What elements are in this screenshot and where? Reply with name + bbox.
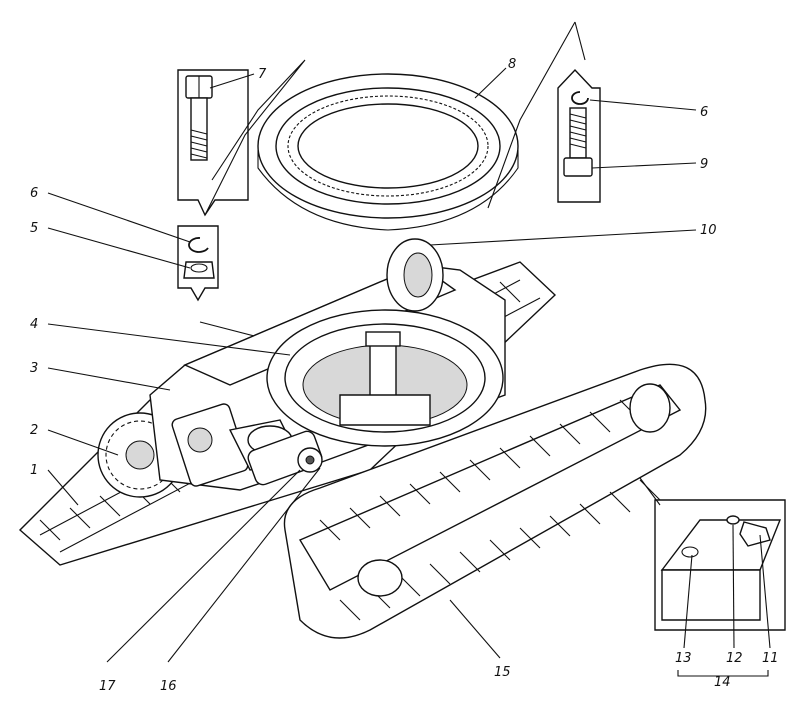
callout-13: 13 (675, 651, 692, 666)
callout-5: 5 (30, 221, 38, 236)
callout-10: 10 (700, 223, 717, 238)
travel-motor (247, 430, 323, 486)
right-track (283, 363, 707, 639)
right-track-links (319, 399, 661, 621)
callout-15: 15 (494, 665, 511, 680)
callout-17: 17 (99, 679, 116, 694)
callout-9: 9 (700, 157, 708, 172)
callout-4: 4 (30, 317, 38, 332)
leader-lines (47, 67, 771, 677)
nut-5-inset (177, 225, 219, 302)
callout-12: 12 (726, 651, 743, 666)
bolt-7-inset (177, 69, 249, 217)
callout-11: 11 (762, 651, 779, 666)
callout-8: 8 (508, 57, 516, 72)
callout-3: 3 (30, 361, 38, 376)
callout-6-right: 6 (700, 105, 708, 120)
callout-2: 2 (30, 423, 38, 438)
bolt-9-inset (557, 68, 601, 203)
callout-16: 16 (160, 679, 177, 694)
callout-labels: 1 2 3 4 5 6 6 7 8 9 10 11 12 13 14 15 16… (30, 57, 779, 694)
callout-7: 7 (258, 67, 267, 82)
callout-14: 14 (714, 675, 731, 690)
turntable (266, 309, 504, 447)
callout-1: 1 (30, 463, 38, 478)
callout-6-left: 6 (30, 186, 38, 201)
idler-wheel (386, 238, 444, 312)
slewing-ring (257, 73, 519, 231)
track-guard-inset (639, 477, 786, 631)
